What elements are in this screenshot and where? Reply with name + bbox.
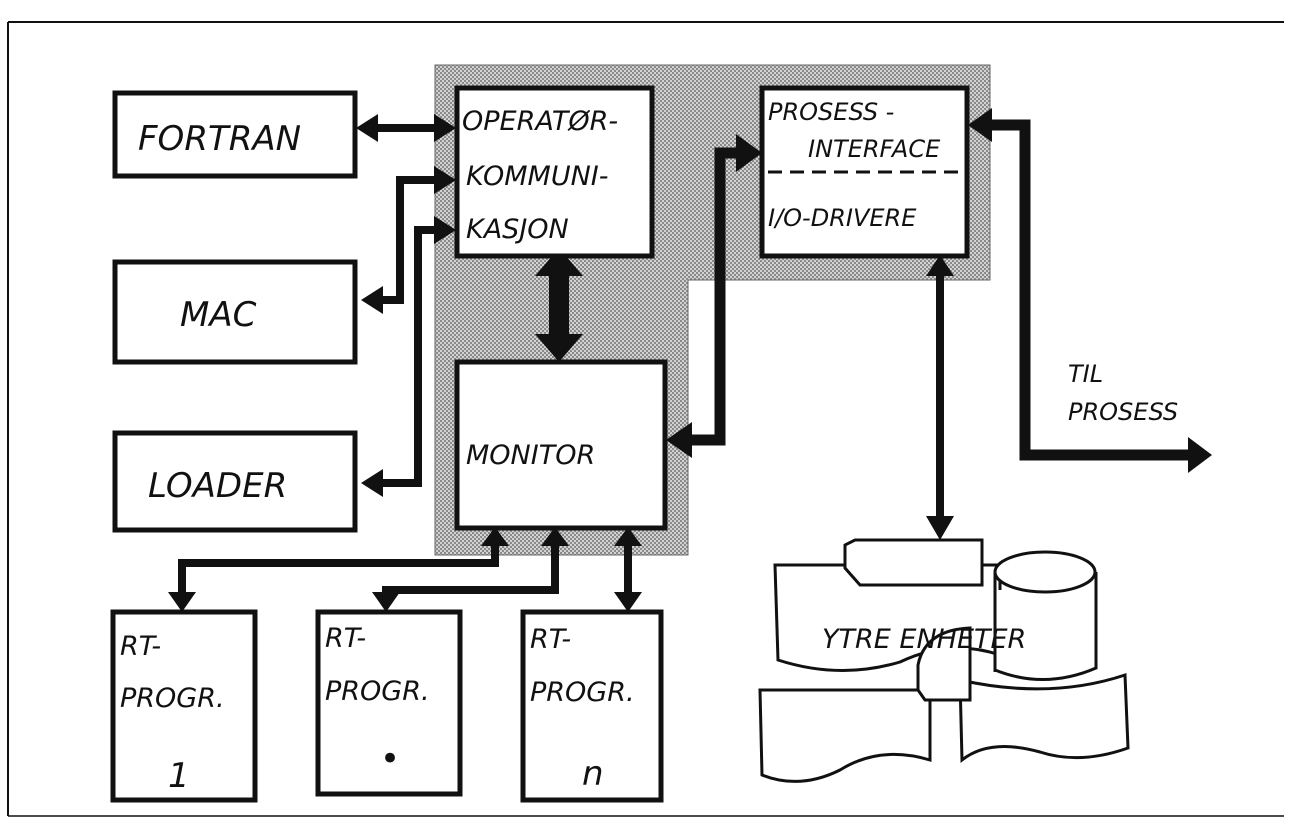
- disk-drive-icon: [993, 550, 1098, 682]
- frame: [7, 21, 1284, 817]
- rt-program-n-block: RT- PROGR. n: [520, 609, 664, 803]
- rt-program-dot-line3: •: [380, 739, 400, 779]
- connections: [168, 108, 1212, 612]
- rt-program-1-line3: 1: [168, 756, 190, 796]
- external-units-group: YTRE ENHETER: [758, 538, 1130, 783]
- external-units-label: YTRE ENHETER: [822, 624, 1026, 655]
- rt-program-1-line1: RT-: [120, 631, 161, 662]
- mac-label: MAC: [180, 295, 257, 335]
- rt-program-dot-line2: PROGR.: [325, 676, 430, 707]
- display-unit-icon: [958, 672, 1130, 764]
- fortran-block: FORTRAN: [112, 90, 358, 179]
- printer-icon: [758, 688, 932, 783]
- operator-label-line3: KASJON: [466, 214, 569, 245]
- process-interface-line2: INTERFACE: [808, 135, 941, 163]
- rt-program-n-line1: RT-: [530, 624, 571, 655]
- mac-block: MAC: [112, 259, 358, 365]
- rt-program-dot-line1: RT-: [325, 623, 366, 654]
- io-drivers-label: I/O-DRIVERE: [768, 204, 917, 232]
- fortran-label: FORTRAN: [138, 119, 301, 159]
- process-interface-block: PROSESS - INTERFACE I/O-DRIVERE: [759, 85, 970, 259]
- to-process-line1: TIL: [1068, 360, 1103, 388]
- console-icon: [916, 626, 972, 702]
- monitor-block: MONITOR: [454, 359, 668, 531]
- to-process-label: TIL PROSESS: [1068, 360, 1178, 426]
- operator-communication-block: OPERATØR- KOMMUNI- KASJON: [454, 85, 655, 259]
- operator-label-line2: KOMMUNI-: [466, 161, 609, 192]
- operator-label-line1: OPERATØR-: [462, 106, 618, 137]
- rt-program-1-block: RT- PROGR. 1: [110, 609, 258, 803]
- rt-program-dot-block: RT- PROGR. •: [315, 609, 463, 797]
- to-process-line2: PROSESS: [1068, 398, 1178, 426]
- process-interface-line1: PROSESS -: [768, 98, 894, 126]
- monitor-label: MONITOR: [466, 440, 595, 471]
- rt-program-n-line2: PROGR.: [530, 677, 635, 708]
- loader-block: LOADER: [112, 430, 358, 533]
- rt-program-1-line2: PROGR.: [120, 683, 225, 714]
- rt-program-n-line3: n: [582, 754, 604, 794]
- card-reader-icon: [843, 538, 984, 587]
- loader-label: LOADER: [148, 466, 287, 506]
